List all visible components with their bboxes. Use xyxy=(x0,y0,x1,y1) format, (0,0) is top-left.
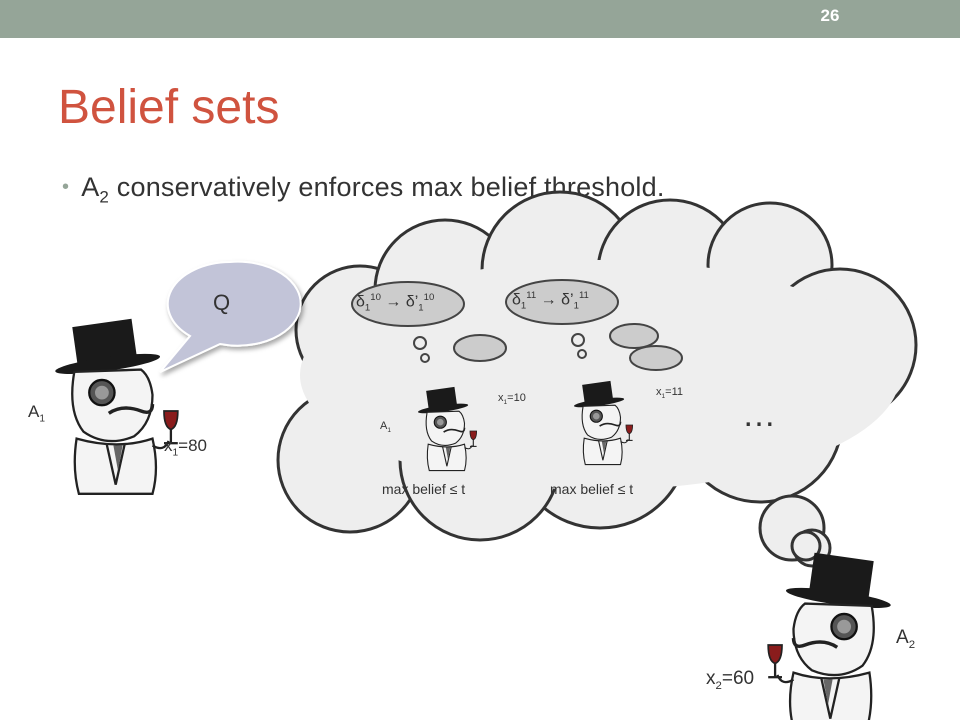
agent-a1-label: A1 xyxy=(28,402,46,425)
thought-trail xyxy=(758,494,832,568)
speech-bubble-text: Q xyxy=(213,290,231,315)
agent-a1-figure xyxy=(52,317,180,496)
world1-agent-label: A1 xyxy=(380,420,392,435)
slide-number: 26 xyxy=(820,6,840,25)
agent-a2-value: x2=60 xyxy=(706,668,755,692)
world1-thought: δ110 → δ’110 xyxy=(356,292,435,314)
agent-a1-value: x1=80 xyxy=(164,436,208,459)
world2-constraint: max belief ≤ t xyxy=(550,481,634,497)
small-thought-cloud-2 xyxy=(505,279,683,371)
top-bar: 26 xyxy=(0,0,960,38)
slide-title: Belief sets xyxy=(58,81,280,134)
world1-constraint: max belief ≤ t xyxy=(382,481,466,497)
ellipsis: … xyxy=(742,396,776,434)
world2-thought: δ111 → δ’111 xyxy=(512,290,589,312)
agent-a2-figure xyxy=(766,551,894,720)
speech-bubble xyxy=(159,260,302,373)
bullet-dot-icon: • xyxy=(62,176,70,198)
world2-value: x1=11 xyxy=(656,386,684,401)
small-thought-cloud-1 xyxy=(351,281,507,363)
world1-value: x1=10 xyxy=(498,392,526,407)
agent-a2-label: A2 xyxy=(896,627,916,651)
